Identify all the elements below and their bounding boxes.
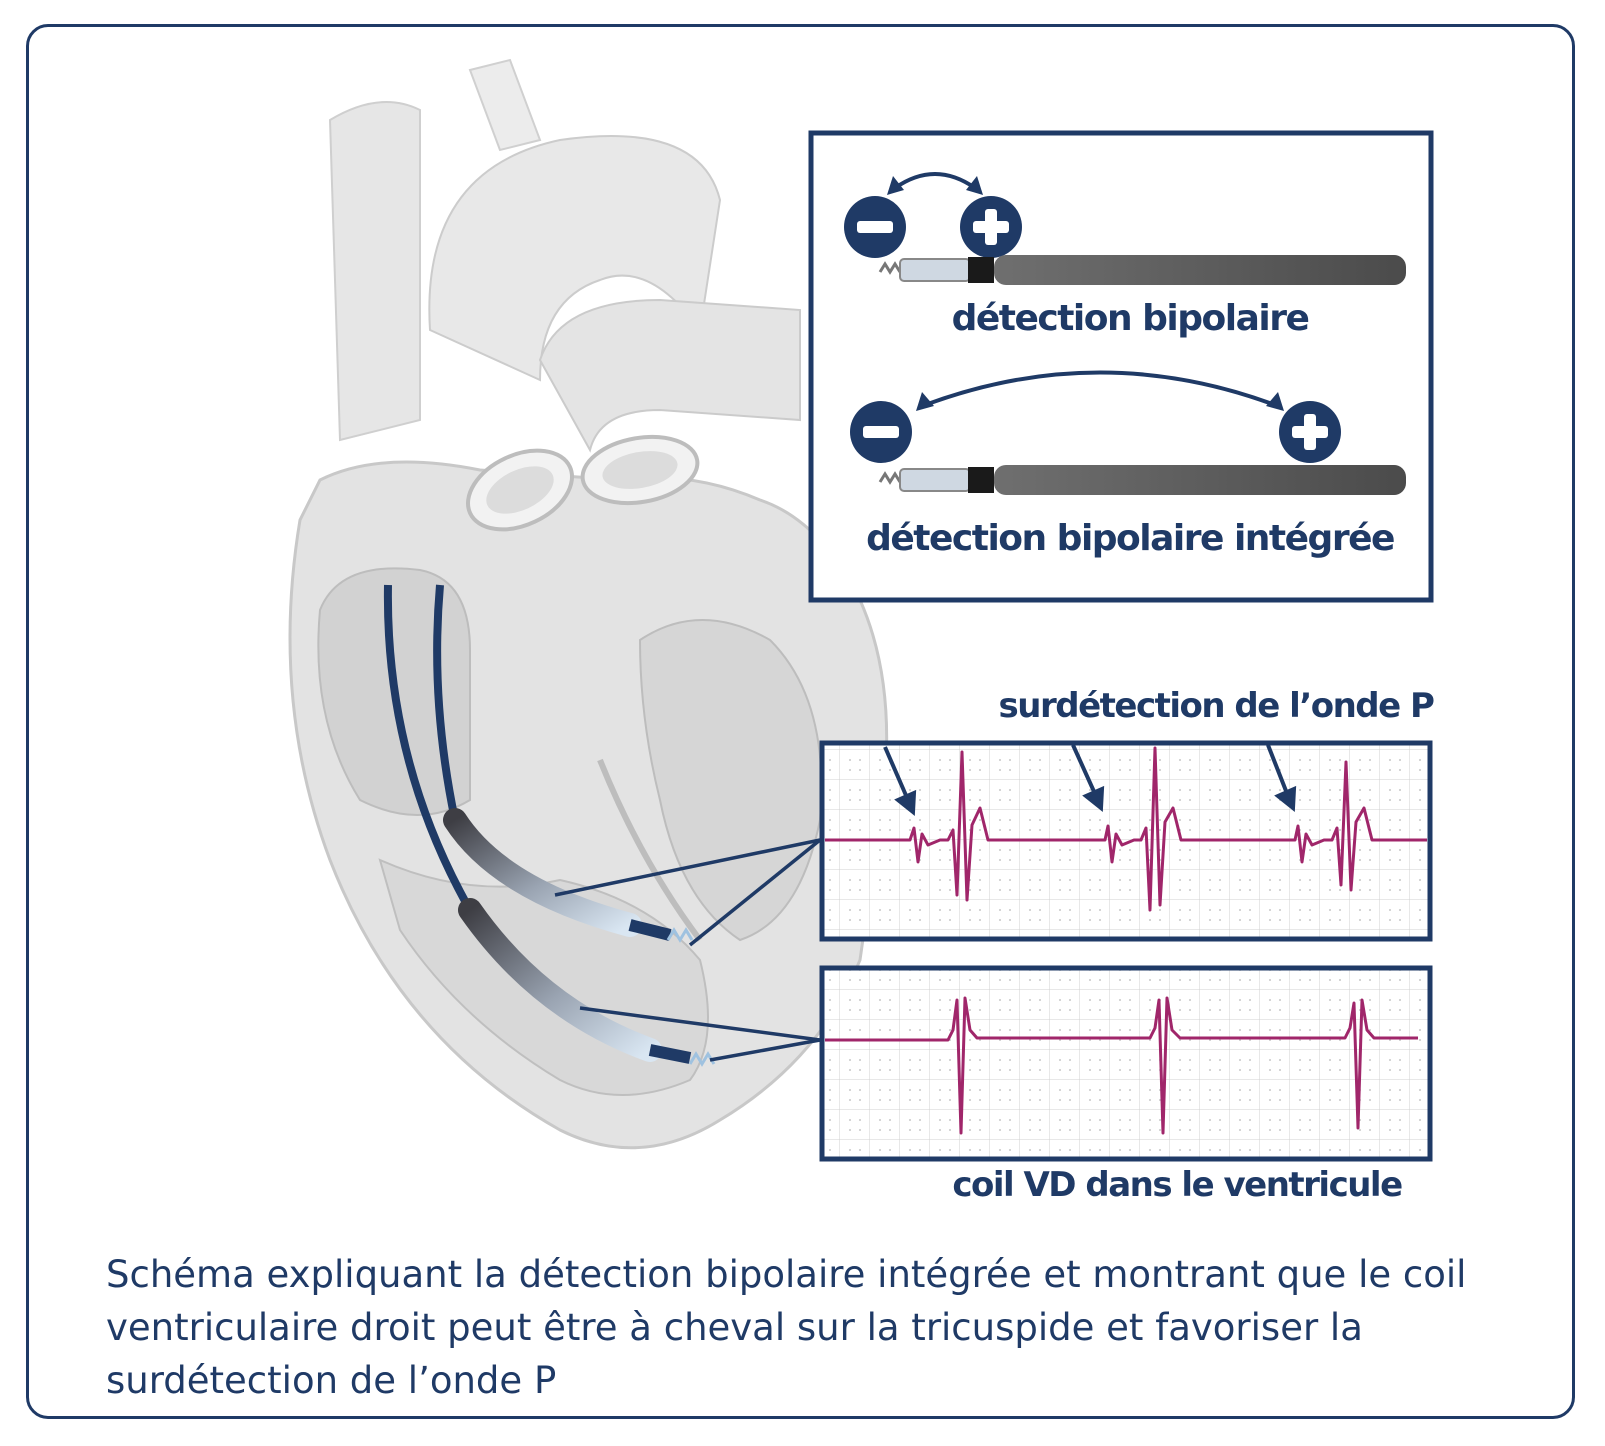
lead-b-coil bbox=[458, 898, 662, 1062]
lead-illustration-2 bbox=[878, 465, 1406, 495]
lead-b-body bbox=[383, 584, 474, 912]
left-ventricle bbox=[638, 619, 823, 942]
minus-sign-icon bbox=[850, 401, 912, 463]
arrowhead-right-2 bbox=[1266, 392, 1284, 411]
lead-illustration-1 bbox=[878, 255, 1406, 285]
lead-a-helix bbox=[666, 927, 694, 943]
lead-a-tip bbox=[628, 919, 672, 941]
connector-lines bbox=[554, 838, 822, 1062]
aorta-branch bbox=[468, 58, 542, 152]
lead-a-coil bbox=[443, 808, 642, 937]
aortic-arch bbox=[428, 135, 722, 382]
ecg-trace-2 bbox=[825, 996, 1418, 1135]
label-bipolar-detection: détection bipolaire bbox=[952, 298, 1309, 339]
arrowhead-left-2 bbox=[916, 392, 934, 411]
label-p-wave-oversensing: surdétection de l’onde P bbox=[999, 686, 1434, 726]
superior-vena-cava bbox=[328, 101, 421, 442]
ecg-grid-2 bbox=[819, 965, 1433, 1162]
inset-bipolar: détection bipolaire détection bipolaire … bbox=[808, 130, 1434, 603]
pulmonary-valve-inner bbox=[486, 466, 554, 514]
inset-box bbox=[808, 130, 1434, 603]
lead-b-tip bbox=[648, 1044, 692, 1064]
septum bbox=[597, 758, 703, 942]
arrow-short-double bbox=[893, 172, 977, 190]
label-rv-coil: coil VD dans le ventricule bbox=[952, 1165, 1402, 1205]
arrowhead-right-1 bbox=[966, 176, 983, 195]
plus-sign-icon bbox=[1279, 401, 1341, 463]
minus-sign-icon bbox=[844, 196, 906, 258]
plus-sign-icon bbox=[960, 196, 1022, 258]
pulmonary-artery bbox=[538, 298, 801, 453]
lead-b-helix bbox=[688, 1051, 716, 1067]
label-integrated-bipolar-detection: détection bipolaire intégrée bbox=[866, 518, 1394, 559]
ecg-strip-rv-coil bbox=[819, 965, 1433, 1162]
figure-caption: Schéma expliquant la détection bipolaire… bbox=[106, 1253, 1467, 1402]
arrowhead-left-1 bbox=[887, 176, 904, 195]
heart-illustration bbox=[288, 58, 889, 1150]
p-wave-arrows bbox=[883, 744, 1297, 816]
ecg-trace-1 bbox=[825, 746, 1427, 912]
lead-a-body bbox=[433, 584, 459, 821]
aortic-valve-inner bbox=[602, 451, 678, 489]
ecg-strip-oversensing bbox=[819, 740, 1433, 942]
pacing-leads bbox=[383, 584, 822, 1067]
arrow-long-double bbox=[924, 370, 1276, 407]
